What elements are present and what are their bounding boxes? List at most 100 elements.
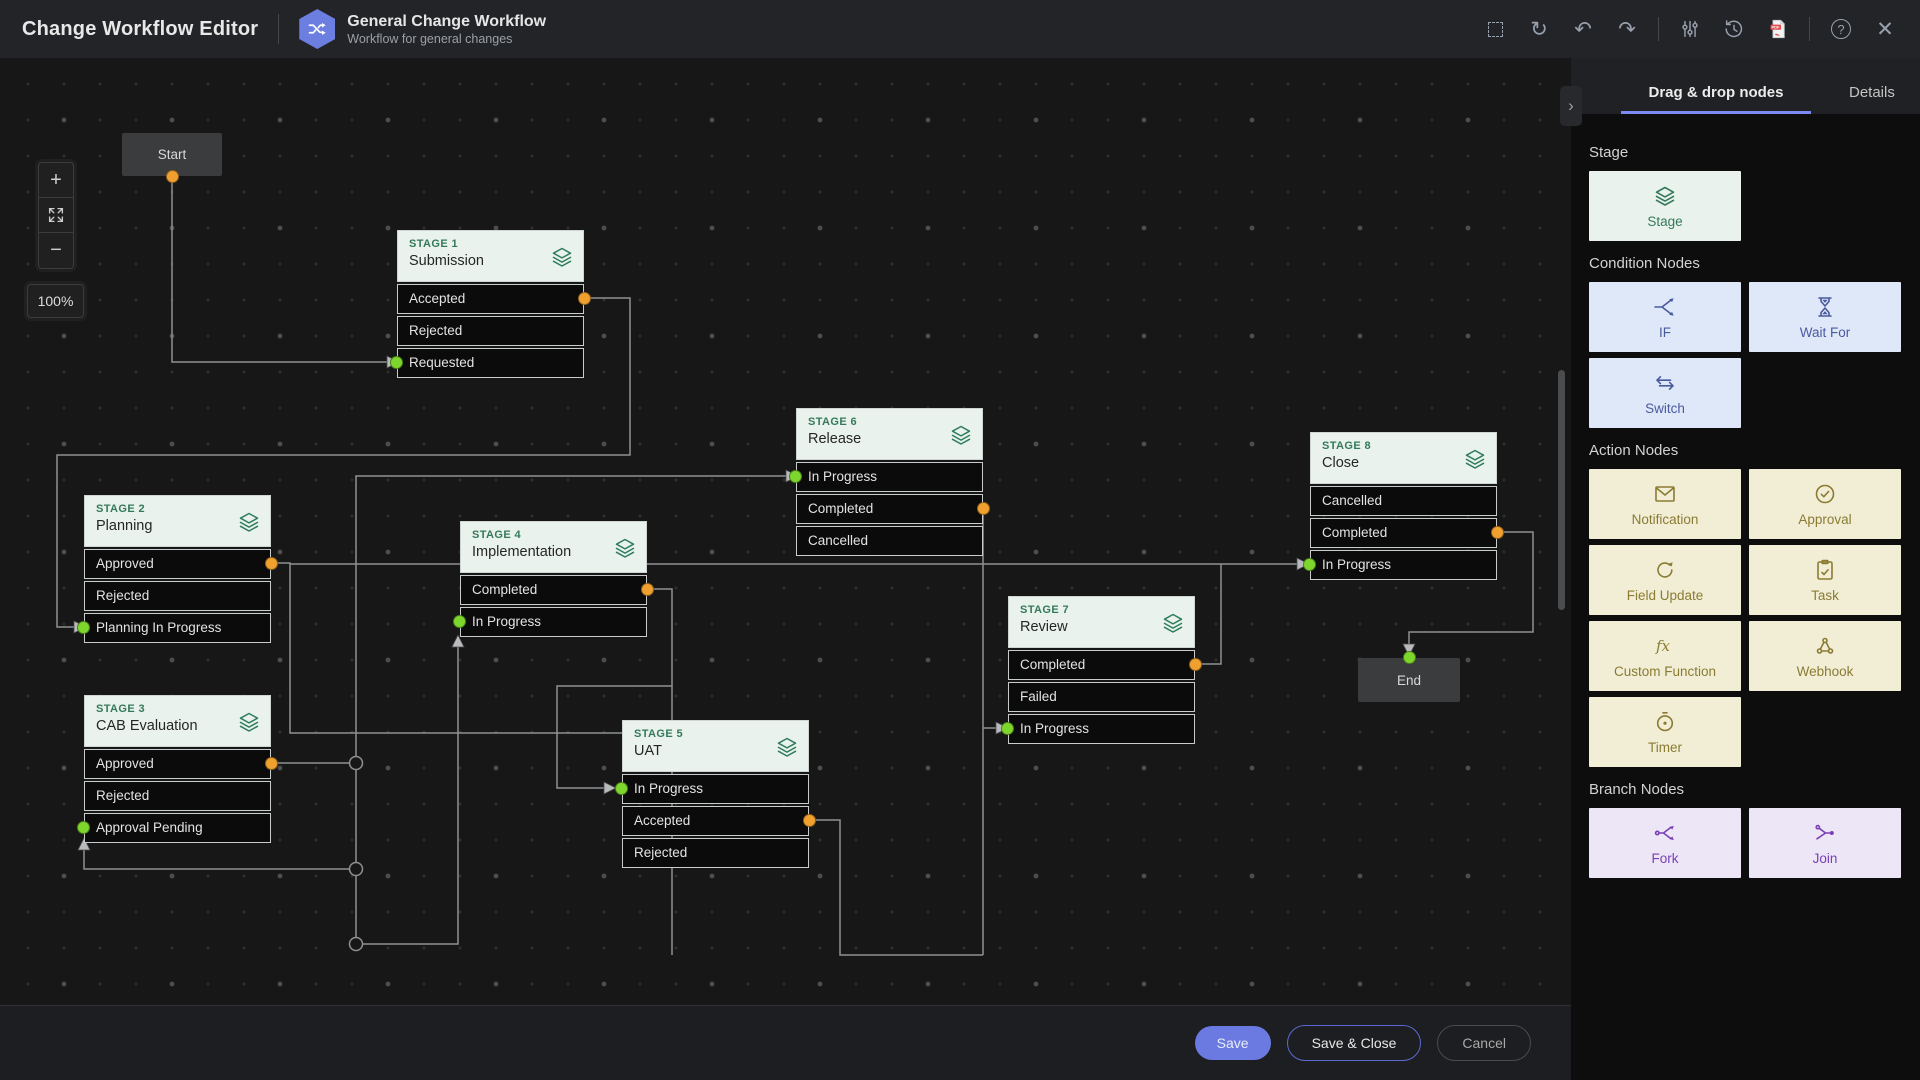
- input-port[interactable]: [615, 781, 628, 795]
- palette-node-stage[interactable]: Stage: [1589, 171, 1741, 241]
- adjustments-icon[interactable]: [1677, 16, 1703, 42]
- stage-status-row[interactable]: Requested: [397, 348, 584, 378]
- output-port[interactable]: [265, 556, 278, 570]
- stage-status-row[interactable]: In Progress: [622, 774, 809, 804]
- tab-details[interactable]: Details: [1849, 84, 1895, 101]
- input-port[interactable]: [390, 355, 403, 369]
- output-port[interactable]: [265, 756, 278, 770]
- fit-screen-button[interactable]: [39, 198, 73, 233]
- input-port[interactable]: [789, 469, 802, 483]
- stage-status-row[interactable]: Approved: [84, 549, 271, 579]
- stage-status-row[interactable]: In Progress: [796, 462, 983, 492]
- stage-status-row[interactable]: Rejected: [622, 838, 809, 868]
- layers-icon: [1161, 611, 1185, 635]
- input-port[interactable]: [1303, 557, 1316, 571]
- tab-drag-drop-nodes[interactable]: Drag & drop nodes: [1621, 70, 1811, 114]
- save-button[interactable]: Save: [1194, 1026, 1271, 1060]
- canvas-scrollbar-thumb[interactable]: [1558, 370, 1565, 610]
- toolbar-separator: [1809, 17, 1810, 41]
- stage-status-row[interactable]: Completed: [1008, 650, 1195, 680]
- stage-status-row[interactable]: Rejected: [397, 316, 584, 346]
- history-icon[interactable]: [1721, 16, 1747, 42]
- palette-node-field-update[interactable]: Field Update: [1589, 545, 1741, 615]
- output-port[interactable]: [803, 813, 816, 827]
- stage-status-row[interactable]: Failed: [1008, 682, 1195, 712]
- input-port[interactable]: [453, 614, 466, 628]
- zoom-in-button[interactable]: +: [39, 163, 73, 198]
- redo-icon[interactable]: ↷: [1618, 17, 1636, 41]
- zoom-out-button[interactable]: −: [50, 239, 62, 261]
- output-port[interactable]: [1491, 525, 1504, 539]
- stage-status-row[interactable]: In Progress: [1008, 714, 1195, 744]
- start-node[interactable]: Start: [122, 133, 222, 183]
- start-port[interactable]: [165, 170, 179, 183]
- output-port[interactable]: [641, 582, 654, 596]
- palette-node-timer[interactable]: Timer: [1589, 697, 1741, 767]
- refresh-icon[interactable]: ↻: [1530, 17, 1548, 41]
- zoom-controls: +−: [38, 162, 74, 269]
- palette-node-wait-for[interactable]: Wait For: [1749, 282, 1901, 352]
- timer-icon: [1653, 710, 1677, 734]
- select-icon[interactable]: [1482, 16, 1508, 42]
- output-port[interactable]: [1189, 657, 1202, 671]
- stage-status-row[interactable]: Completed: [796, 494, 983, 524]
- palette-node-if[interactable]: IF: [1589, 282, 1741, 352]
- stage-status-row[interactable]: Cancelled: [796, 526, 983, 556]
- save-and-close-button[interactable]: Save & Close: [1286, 1025, 1422, 1061]
- stage-status-row[interactable]: In Progress: [460, 607, 647, 637]
- palette-node-fork[interactable]: Fork: [1589, 808, 1741, 878]
- stage-status-row[interactable]: Approval Pending: [84, 813, 271, 843]
- palette-node-join[interactable]: Join: [1749, 808, 1901, 878]
- end-node[interactable]: End: [1358, 651, 1460, 702]
- output-port[interactable]: [578, 291, 591, 305]
- palette-node-task[interactable]: Task: [1749, 545, 1901, 615]
- palette-node-notification[interactable]: Notification: [1589, 469, 1741, 539]
- stage-status-row[interactable]: Planning In Progress: [84, 613, 271, 643]
- input-port[interactable]: [77, 620, 90, 634]
- stage-status-row[interactable]: Cancelled: [1310, 486, 1497, 516]
- stage-status-row[interactable]: In Progress: [1310, 550, 1497, 580]
- output-port[interactable]: [977, 501, 990, 515]
- cancel-button[interactable]: Cancel: [1437, 1025, 1531, 1061]
- zoom-level-badge[interactable]: 100%: [27, 284, 84, 318]
- palette-node-webhook[interactable]: Webhook: [1749, 621, 1901, 691]
- stage-status-row[interactable]: Accepted: [622, 806, 809, 836]
- palette-grid: Stage: [1589, 171, 1902, 241]
- palette-node-switch[interactable]: Switch: [1589, 358, 1741, 428]
- undo-icon[interactable]: ↶: [1574, 17, 1592, 41]
- help-icon[interactable]: ?: [1828, 16, 1854, 42]
- input-port[interactable]: [1001, 721, 1014, 735]
- stage-status-row[interactable]: Approved: [84, 749, 271, 779]
- stage-status-row[interactable]: Rejected: [84, 581, 271, 611]
- stage-tag: STAGE 5: [634, 728, 684, 740]
- stage-status-row[interactable]: Accepted: [397, 284, 584, 314]
- sidebar-collapse-chevron-icon[interactable]: ›: [1560, 86, 1582, 126]
- stage-status-row[interactable]: Rejected: [84, 781, 271, 811]
- stage-status-row[interactable]: Completed: [1310, 518, 1497, 548]
- palette-node-approval[interactable]: Approval: [1749, 469, 1901, 539]
- stage-status-row[interactable]: Completed: [460, 575, 647, 605]
- stage-tag: STAGE 2: [96, 503, 146, 515]
- close-icon[interactable]: ✕: [1876, 17, 1894, 41]
- input-port[interactable]: [77, 820, 90, 834]
- pdf-export-icon[interactable]: PDF: [1765, 16, 1791, 42]
- end-port[interactable]: [1402, 651, 1416, 664]
